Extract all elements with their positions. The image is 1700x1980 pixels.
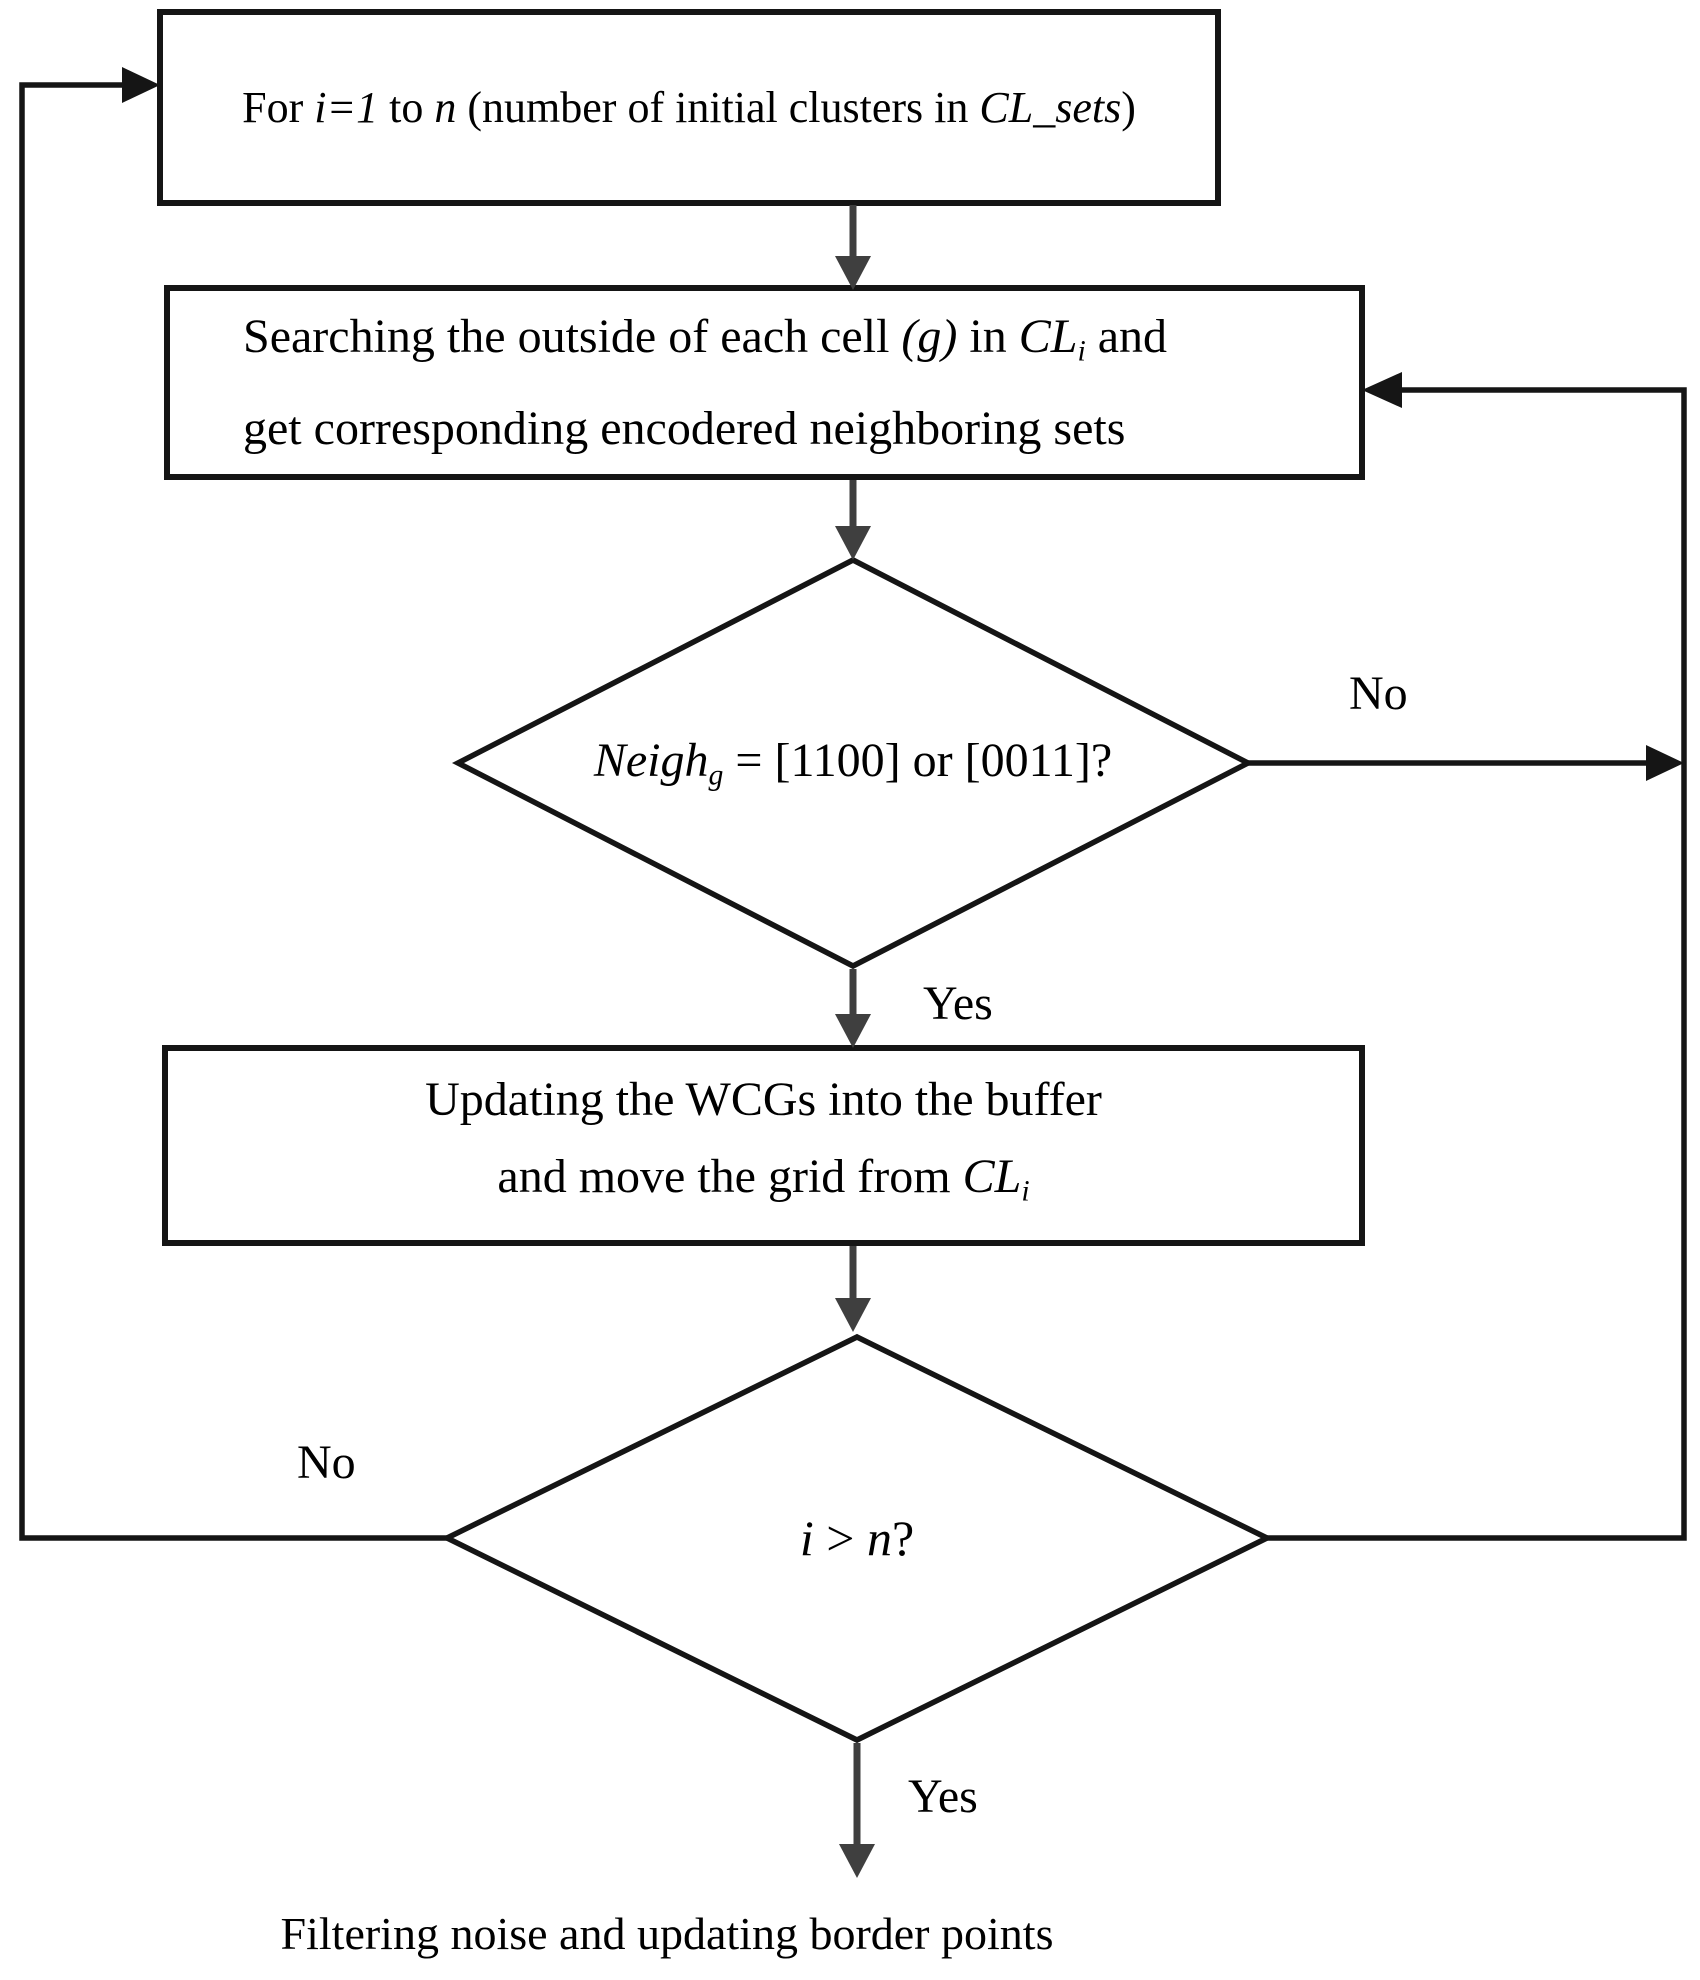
arrow-search-to-neighbor-decision bbox=[835, 480, 871, 560]
arrow-neighbor-no-to-right-line bbox=[1248, 745, 1684, 781]
branch-label-iteration-no: No bbox=[297, 1436, 356, 1489]
branch-label-neighbor-yes: Yes bbox=[923, 977, 993, 1030]
search-cells-label: Searching the outside of each cell (g) i… bbox=[243, 310, 1168, 455]
for-loop-label: For i=1 to n (number of initial clusters… bbox=[242, 83, 1136, 132]
iteration-question-label: i > n? bbox=[799, 1510, 915, 1566]
decision-diamond-iteration bbox=[440, 1333, 1274, 1744]
update-wcgs-label: Updating the WCGs into the buffer and mo… bbox=[425, 1073, 1102, 1208]
arrow-iteration-yes-to-filter bbox=[839, 1743, 875, 1878]
loop-line-iteration-no-to-forloop bbox=[19, 67, 447, 1541]
neighbor-pattern-question-label: Neighg = [1100] or [0011]? bbox=[593, 734, 1113, 792]
arrow-forloop-to-search bbox=[835, 205, 871, 290]
branch-label-iteration-yes: Yes bbox=[908, 1770, 978, 1823]
filter-noise-label: Filtering noise and updating border poin… bbox=[280, 1907, 1054, 1959]
decision-diamond-neighbor-pattern bbox=[451, 556, 1255, 970]
branch-label-neighbor-no: No bbox=[1349, 667, 1408, 720]
process-box-for-loop bbox=[157, 9, 1221, 206]
process-box-update-wcgs bbox=[162, 1045, 1365, 1246]
loop-line-right-to-search-box bbox=[1267, 372, 1687, 1541]
process-box-search-cells bbox=[164, 285, 1365, 480]
arrow-neighbor-yes-to-update bbox=[835, 969, 871, 1048]
arrow-update-to-iteration-decision bbox=[835, 1246, 871, 1332]
